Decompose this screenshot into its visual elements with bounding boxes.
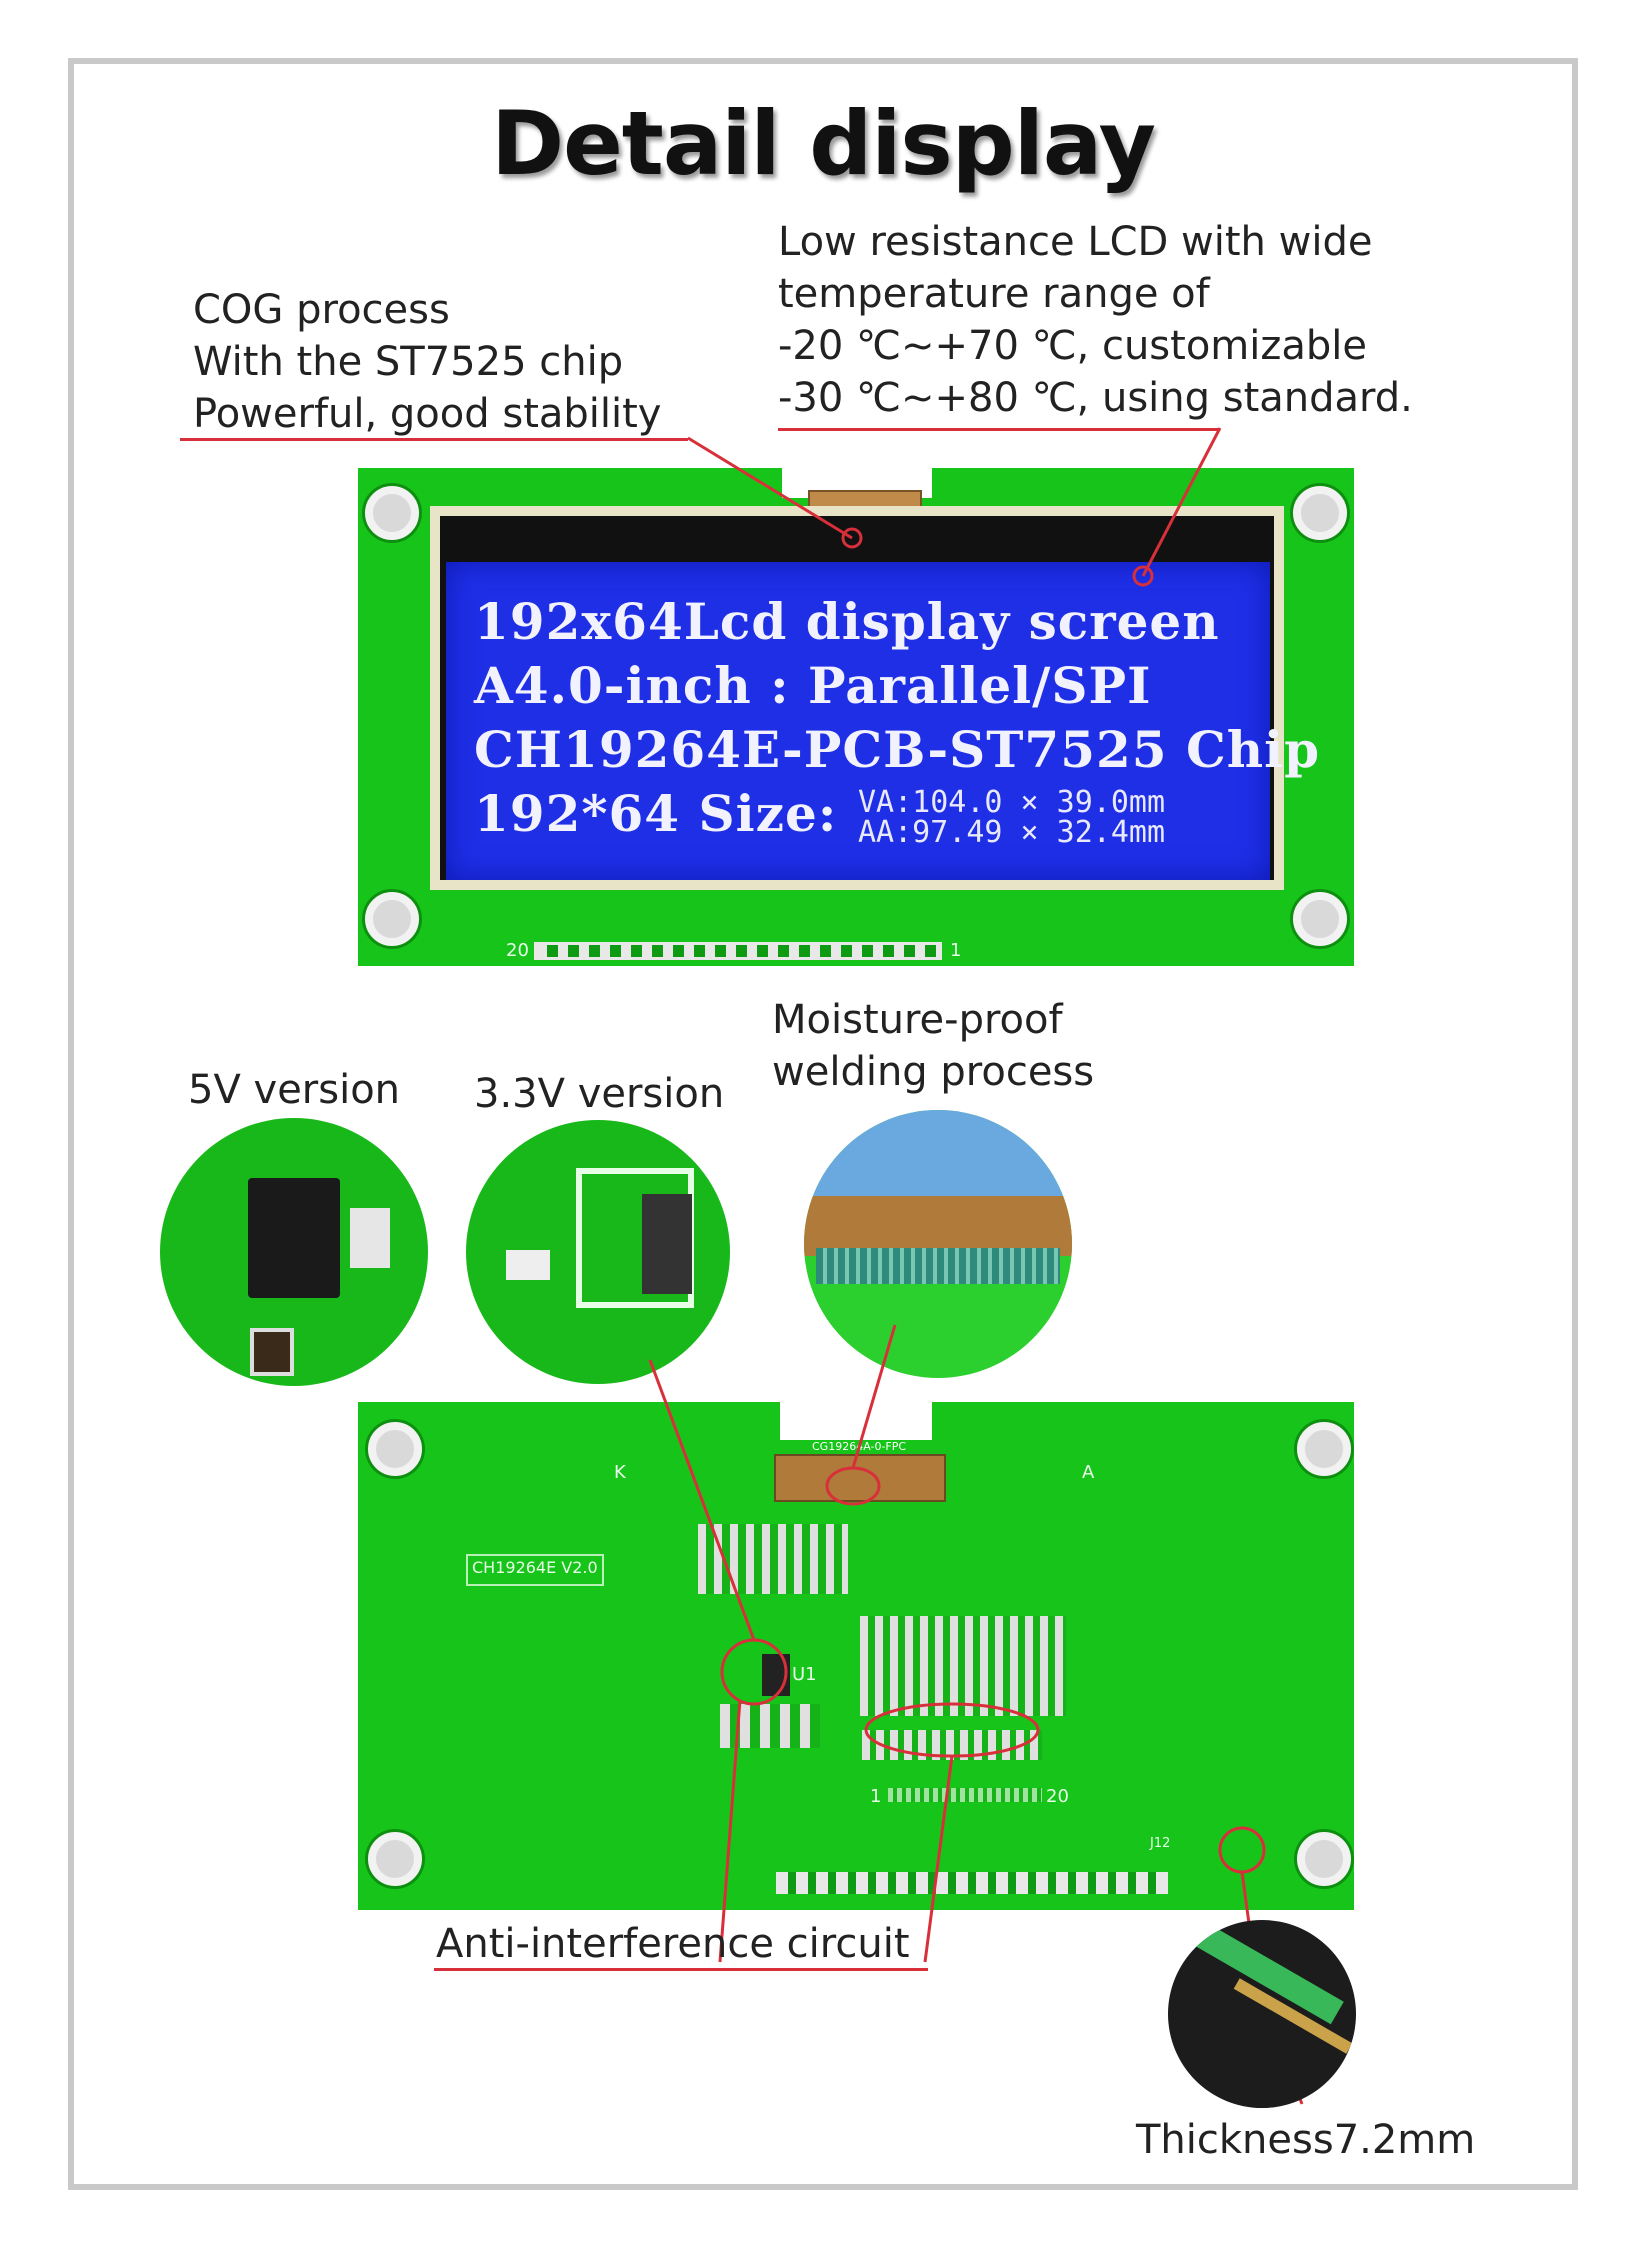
mount-hole-bl [365,892,419,946]
mount-hole-tl [365,486,419,540]
lcd-line-4: 192*64 Size: [474,784,838,843]
zoom-circle-thickness [1168,1920,1356,2108]
smd-part [506,1250,550,1280]
fpc-background [804,1110,1072,1200]
callout-moisture-proof: Moisture-proof welding process [772,994,1094,1098]
callout-cog-underline [180,438,688,441]
regulator-chip [642,1194,692,1294]
zoom-circle-3v3 [466,1120,730,1384]
callout-cog-line1: COG process [193,287,450,333]
smd-part [350,1208,390,1268]
callout-5v-version: 5V version [188,1067,401,1113]
mount-hole-tr [1293,486,1347,540]
callout-lcd-line1: Low resistance LCD with wide [778,219,1373,265]
callout-thickness: Thickness7.2mm [1136,2117,1476,2163]
lcd-aa-size: AA:97.49 × 32.4mm [858,815,1166,850]
a-label: A [1082,1462,1095,1483]
outer-frame [68,58,1578,2190]
regulator-chip [248,1178,340,1298]
back-pin1-label: 1 [870,1786,882,1807]
front-pin1-label: 1 [950,940,962,961]
back-hole-br [1297,1832,1351,1886]
fpc-strip [804,1196,1072,1256]
lcd-line-3: CH19264E-PCB-ST7525 Chip [474,720,1321,779]
mount-hole-br [1293,892,1347,946]
back-hole-tr [1297,1422,1351,1476]
fpc-connector-back [774,1454,946,1502]
callout-lcd-line2: temperature range of [778,271,1210,317]
lcd-va-size: VA:104.0 × 39.0mm [858,785,1166,820]
lcd-line-1: 192x64Lcd display screen [474,592,1220,651]
back-hole-tl [368,1422,422,1476]
model-label: CH19264E V2.0 [472,1558,598,1577]
callout-3v3-version: 3.3V version [474,1071,725,1117]
model-box [466,1554,604,1586]
ic-pad-row [888,1788,1042,1802]
front-pin-header [534,942,942,960]
fpc-pads [816,1248,1060,1284]
smd-part [250,1328,294,1376]
pcb-back-notch [780,1392,932,1440]
callout-lcd-line4: -30 ℃~+80 ℃, using standard. [778,375,1413,421]
callout-anti-underline [434,1968,928,1971]
j12-label: J12 [1150,1836,1171,1851]
callout-moisture-line2: welding process [772,1049,1095,1095]
page-title: Detail display [491,92,1156,195]
callout-cog-line2: With the ST7525 chip [193,339,624,385]
callout-anti-interference: Anti-interference circuit [436,1921,910,1967]
edge-pad-row [776,1872,1168,1894]
lcd-line-2: A4.0-inch : Parallel/SPI [474,656,1152,715]
u1-label: U1 [792,1664,817,1685]
component-block [860,1616,1066,1716]
back-hole-bl [368,1832,422,1886]
callout-lcd-line3: -20 ℃~+70 ℃, customizable [778,323,1368,369]
back-pin20-label: 20 [1046,1786,1069,1807]
callout-cog-line3: Powerful, good stability [193,391,662,437]
callout-lcd-underline [778,428,1220,431]
callout-cog-process: COG process With the ST7525 chip Powerfu… [193,284,661,440]
zoom-circle-welding [804,1110,1072,1378]
callout-moisture-line1: Moisture-proof [772,997,1063,1043]
lcd-screen: 192x64Lcd display screen A4.0-inch : Par… [446,562,1319,880]
callout-lcd-temperature: Low resistance LCD with wide temperature… [778,216,1413,424]
zoom-circle-5v [160,1118,428,1386]
k-label: K [614,1462,626,1483]
front-pin20-label: 20 [506,940,529,961]
